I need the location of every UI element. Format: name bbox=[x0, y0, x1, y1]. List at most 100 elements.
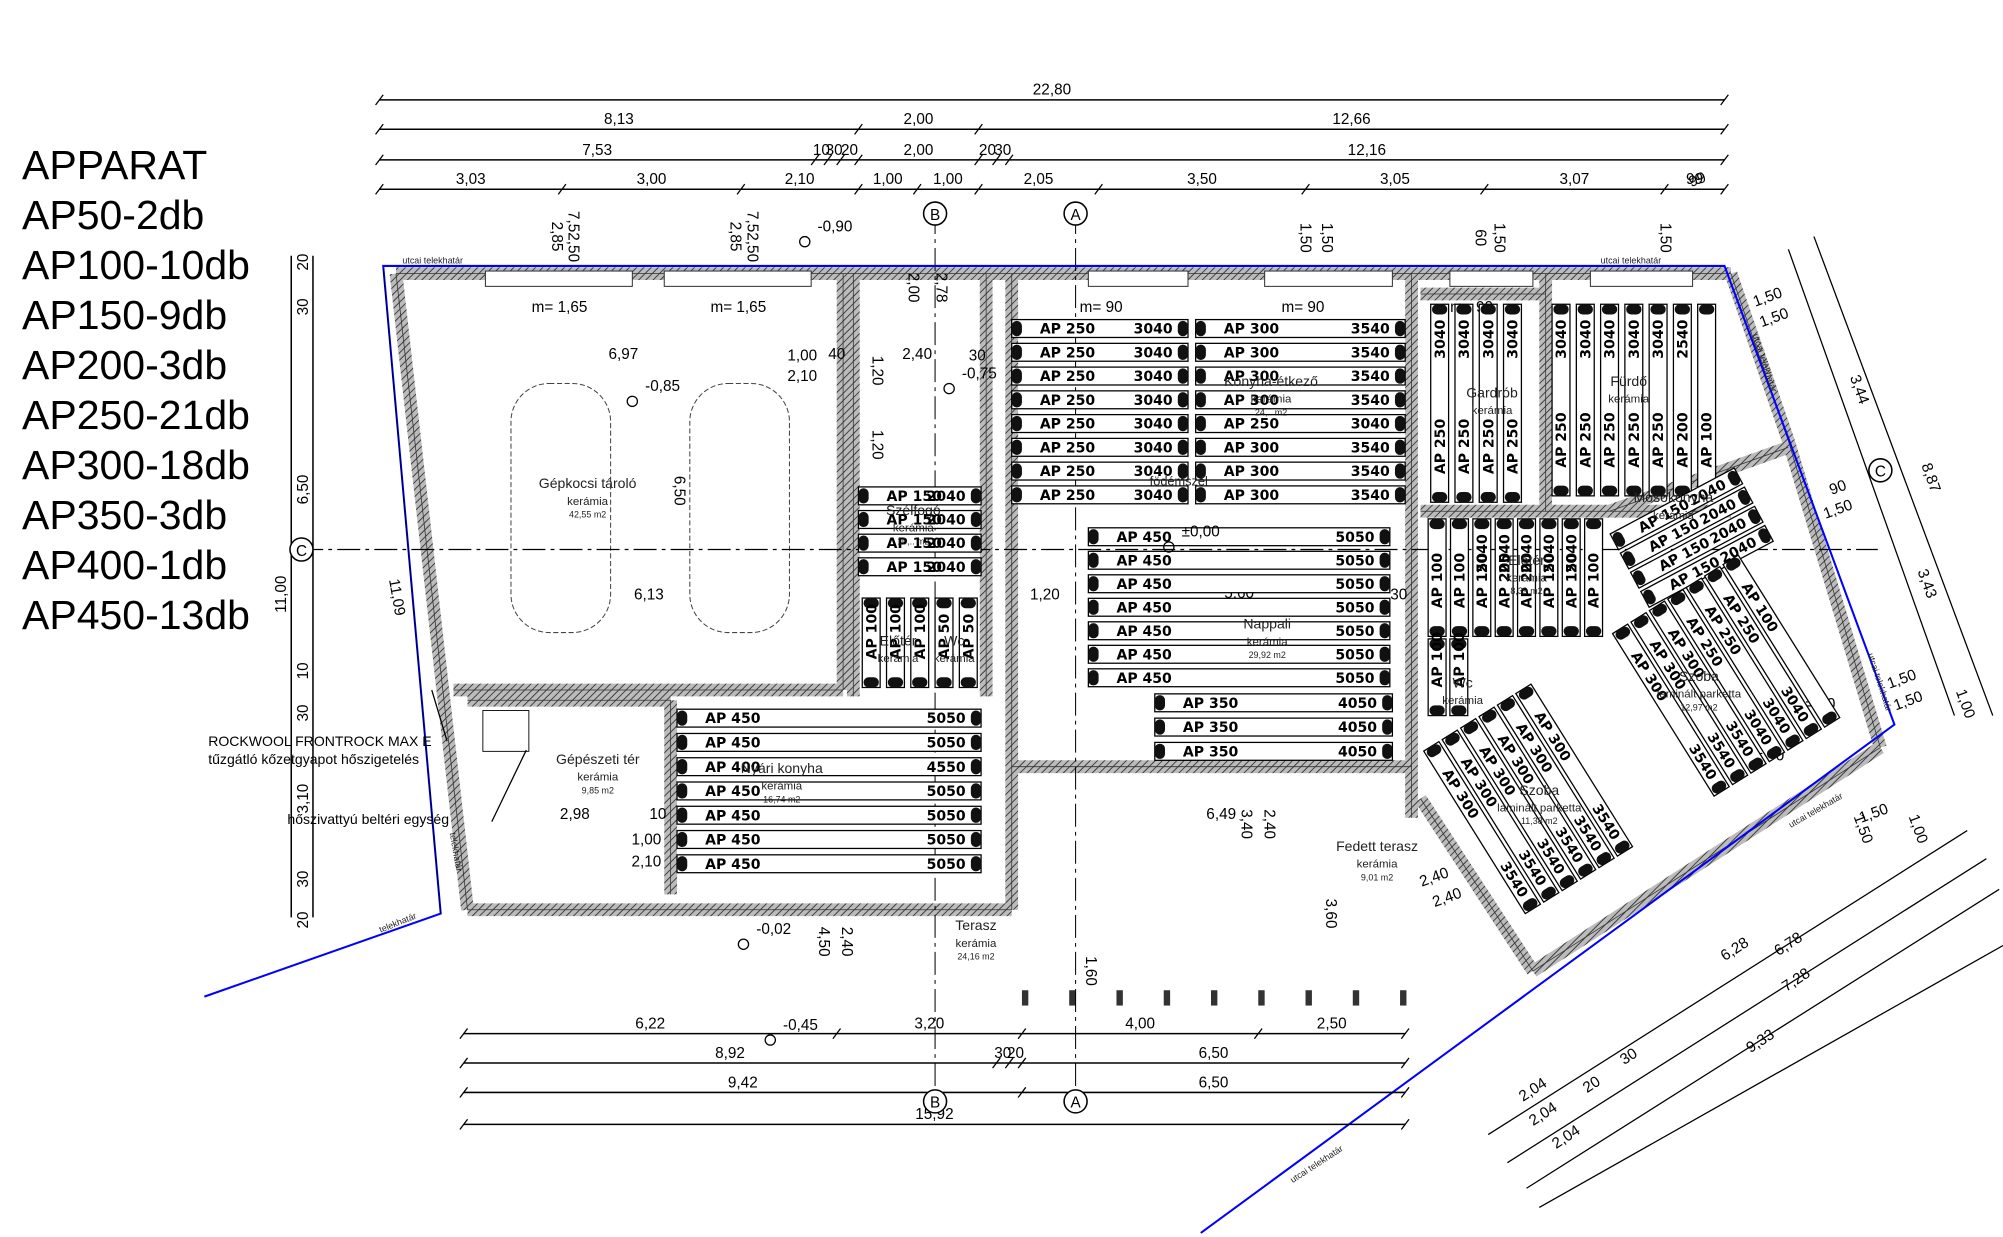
radiator-cap bbox=[1394, 392, 1406, 408]
dimension-label: 2,10 bbox=[631, 853, 661, 870]
radiator-cap bbox=[1474, 626, 1490, 637]
radiator-cap bbox=[1785, 734, 1800, 748]
radiator-model: AP 250 bbox=[1040, 369, 1096, 385]
dimension-label: 30 bbox=[1390, 586, 1407, 603]
dimension-label: 3,05 bbox=[1380, 171, 1410, 188]
dimension-label: 12,16 bbox=[1348, 142, 1386, 159]
room-name: Gépészeti tér bbox=[556, 751, 640, 767]
dimension-label: 1,50 bbox=[1318, 223, 1335, 253]
room-name: Terasz bbox=[955, 917, 996, 933]
level-marker-icon bbox=[1163, 541, 1175, 553]
radiator-model: AP 100 bbox=[1453, 553, 1469, 609]
radiator-size: 5050 bbox=[927, 857, 966, 873]
dimension-label: 1,20 bbox=[1030, 586, 1060, 603]
radiator-model: AP 350 bbox=[1183, 744, 1239, 760]
radiator-cap bbox=[1394, 439, 1406, 455]
axis-marker-b: B bbox=[922, 201, 948, 226]
level-label: -0,45 bbox=[783, 1017, 818, 1034]
dimension-label: 1,50 bbox=[1757, 305, 1791, 331]
radiator-cap bbox=[1429, 626, 1445, 637]
radiator-cap bbox=[1429, 705, 1445, 716]
wall-edge bbox=[1532, 747, 1881, 972]
radiator-size: 4050 bbox=[1338, 720, 1377, 736]
radiator-model: AP 450 bbox=[705, 784, 761, 800]
dimension-label: 99 bbox=[1687, 169, 1709, 191]
radiator-size: 3040 bbox=[1627, 319, 1643, 358]
dimension-label: 6,49 bbox=[1206, 806, 1236, 823]
axis-circle bbox=[1868, 458, 1893, 483]
radiator-size: 3040 bbox=[1457, 319, 1473, 358]
radiator-model: AP 250 bbox=[1506, 419, 1522, 475]
radiator-model: AP 450 bbox=[1116, 624, 1172, 640]
dimension-label: 6,50 bbox=[1199, 1074, 1229, 1091]
radiator-cap bbox=[1088, 576, 1099, 592]
radiator-model: AP 350 bbox=[1183, 696, 1239, 712]
radiator-cap bbox=[1379, 576, 1390, 592]
dimension-label: 30 bbox=[295, 298, 312, 315]
radiator-cap bbox=[1379, 552, 1390, 568]
dimension-label: 2,40 bbox=[1417, 864, 1451, 890]
dimension-label: 2,78 bbox=[932, 273, 949, 303]
radiator-cap bbox=[1689, 580, 1704, 594]
radiator-cap bbox=[1822, 711, 1837, 725]
level-marker-icon bbox=[737, 938, 750, 950]
radiator: AP 100 bbox=[885, 597, 906, 689]
dim-tick bbox=[1720, 123, 1729, 135]
radiator-cap bbox=[1088, 552, 1099, 568]
radiator-cap bbox=[1177, 415, 1189, 432]
level-label: -0,90 bbox=[818, 218, 853, 235]
dimension-label: 11,00 bbox=[273, 576, 290, 613]
radiator-model: AP 250 bbox=[1554, 412, 1570, 468]
radiator-cap bbox=[1577, 304, 1593, 315]
wall-edge bbox=[1420, 798, 1534, 972]
dimension-label: 2,85 bbox=[548, 222, 565, 252]
radiator-size: 5050 bbox=[1335, 624, 1374, 640]
radiator-size: 2040 bbox=[927, 489, 966, 505]
radiator-cap bbox=[1614, 840, 1630, 854]
radiator-size: 3540 bbox=[1351, 440, 1390, 456]
radiator-cap bbox=[1011, 368, 1022, 384]
room-floor: kerámia bbox=[893, 523, 934, 535]
radiator-cap bbox=[960, 598, 976, 609]
radiator: AP 100 bbox=[1449, 632, 1469, 717]
radiator-cap bbox=[677, 783, 688, 799]
axis-circle bbox=[289, 537, 314, 562]
radiator-cap bbox=[970, 488, 982, 504]
radiator-cap bbox=[1088, 646, 1099, 662]
room-floor: laminált parketta bbox=[1497, 802, 1582, 814]
radiator-cap bbox=[1088, 623, 1099, 639]
terrace-post bbox=[1210, 990, 1218, 1006]
axis-circle bbox=[922, 1089, 948, 1114]
radiator-model: AP 450 bbox=[1116, 600, 1172, 616]
radiator-cap bbox=[858, 535, 869, 551]
legend-item: AP350-3db bbox=[22, 492, 228, 538]
radiator-cap bbox=[970, 511, 982, 528]
dimension-label: 1,00 bbox=[933, 171, 963, 188]
radiator-model: AP 450 bbox=[1116, 671, 1172, 687]
radiator-vertical: AP 100 bbox=[861, 597, 881, 689]
dimension-label: 30 bbox=[1617, 1045, 1641, 1069]
radiator-cap bbox=[1431, 492, 1448, 503]
radiator-cap bbox=[970, 831, 982, 848]
radiator-cap bbox=[936, 598, 952, 609]
radiator-size: 3040 bbox=[1578, 319, 1594, 358]
terrace-post bbox=[1163, 990, 1171, 1006]
radiator: AP 100 bbox=[1427, 632, 1447, 717]
